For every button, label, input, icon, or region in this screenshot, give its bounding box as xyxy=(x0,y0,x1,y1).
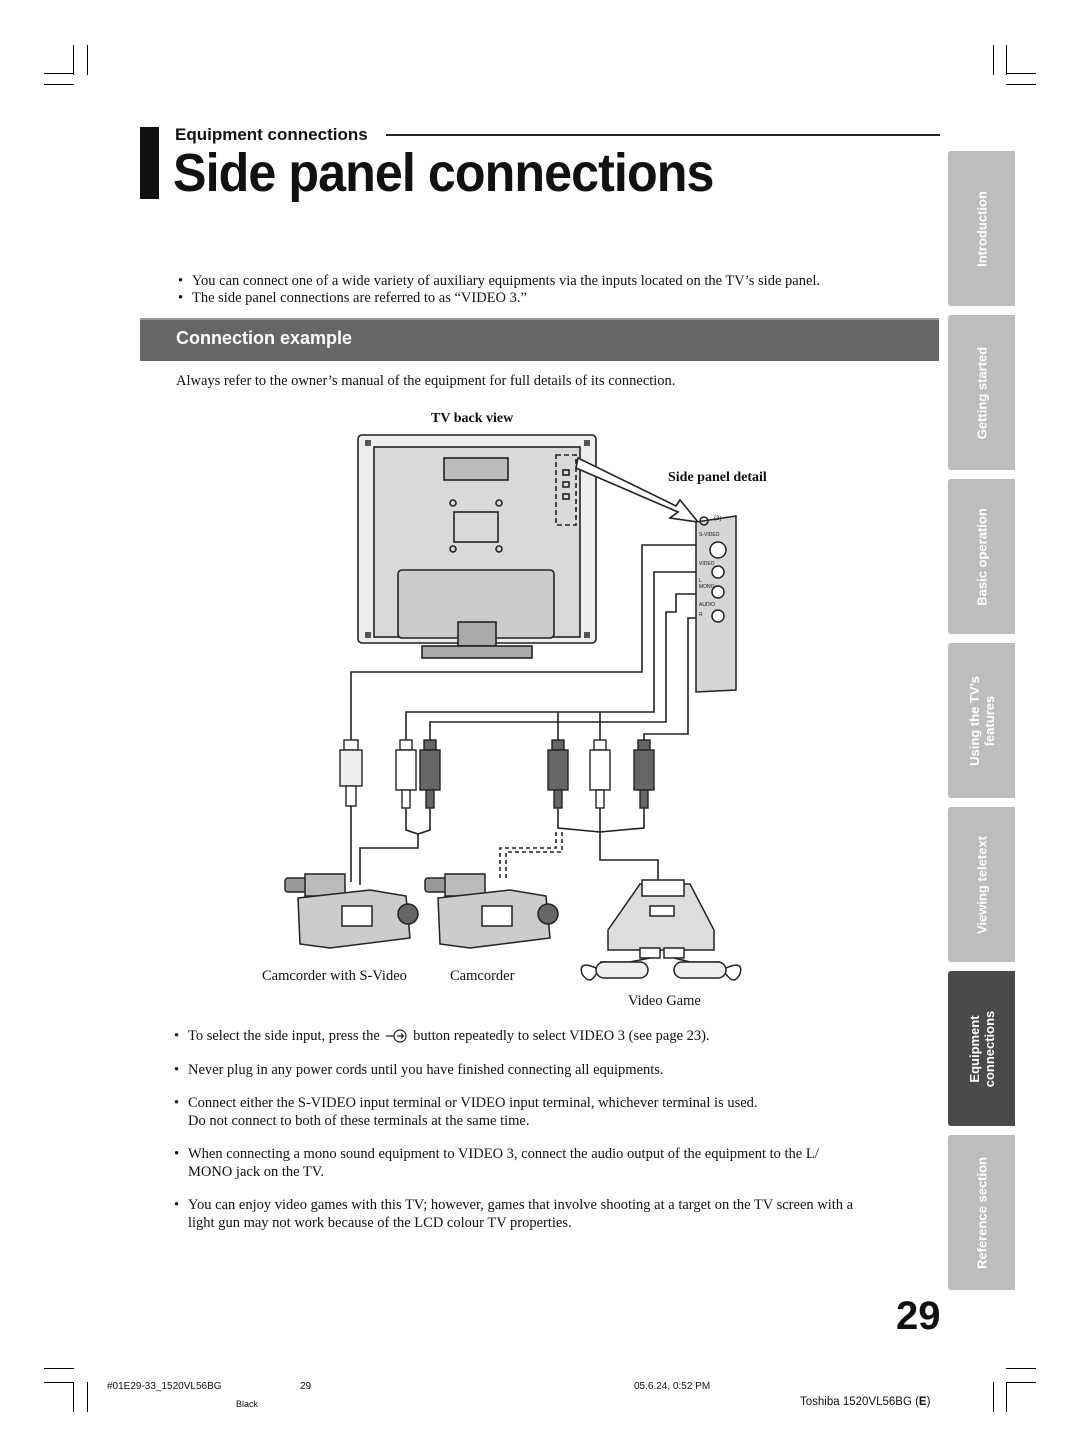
connection-heading: Connection example xyxy=(176,328,353,348)
video-game-drawing xyxy=(580,879,742,981)
video-game-label: Video Game xyxy=(628,993,701,1009)
tab-label: Reference section xyxy=(974,1157,989,1269)
intro-bullet: •The side panel connections are referred… xyxy=(178,290,527,306)
panel-svideo-label: S-VIDEO xyxy=(699,532,720,538)
crop-mark xyxy=(44,84,74,85)
tab-label: Viewing teletext xyxy=(974,835,989,933)
title-bar xyxy=(140,127,159,199)
tab-label-line: Getting started xyxy=(974,346,989,439)
footer-page: 29 xyxy=(300,1381,312,1392)
intro-bullet-text: The side panel connections are referred … xyxy=(192,290,527,306)
tab-basic-operation[interactable]: Basic operation xyxy=(948,479,1015,634)
crop-mark xyxy=(73,45,74,75)
device-cables xyxy=(350,806,659,885)
crop-mark xyxy=(1006,1382,1007,1412)
crop-mark xyxy=(993,45,994,75)
note-bullet: •When connecting a mono sound equipment … xyxy=(174,1146,819,1180)
crop-mark xyxy=(1006,73,1036,74)
note-text: To select the side input, press the xyxy=(188,1028,380,1044)
page-title: Side panel connections xyxy=(173,143,714,203)
side-panel-detail-label: Side panel detail xyxy=(668,470,767,485)
tab-label-line: Viewing teletext xyxy=(974,835,989,934)
tab-label-line: Introduction xyxy=(974,190,989,267)
note-bullet: •Connect either the S-VIDEO input termin… xyxy=(174,1095,758,1129)
note-bullet: •Never plug in any power cords until you… xyxy=(174,1062,664,1078)
camcorder-svideo-drawing xyxy=(284,873,419,949)
camcorder-svideo-label: Camcorder with S-Video xyxy=(262,968,407,984)
intro-bullet: •You can connect one of a wide variety o… xyxy=(178,273,821,289)
connection-heading-highlight xyxy=(140,318,939,320)
note-text: Connect either the S-VIDEO input termina… xyxy=(188,1095,758,1111)
tv-back-view-drawing xyxy=(357,434,597,659)
camcorder-label: Camcorder xyxy=(450,968,515,984)
crop-mark xyxy=(1006,1382,1036,1383)
panel-audio-label: AUDIO xyxy=(699,602,715,608)
side-panel-detail-drawing xyxy=(695,515,737,693)
tab-introduction[interactable]: Introduction xyxy=(948,151,1015,306)
crop-mark xyxy=(44,1368,74,1369)
crop-mark xyxy=(993,1382,994,1412)
cables xyxy=(350,544,696,740)
connection-heading-bar xyxy=(140,318,939,361)
note-text: You can enjoy video games with this TV; … xyxy=(188,1197,854,1213)
connection-note: Always refer to the owner’s manual of th… xyxy=(176,373,676,389)
note-text: MONO jack on the TV. xyxy=(188,1164,324,1180)
tab-viewing-teletext[interactable]: Viewing teletext xyxy=(948,807,1015,962)
tab-label-line: Basic operation xyxy=(974,507,989,606)
crop-mark xyxy=(73,1382,74,1412)
footer-model: Toshiba 1520VL56BG (E) xyxy=(800,1396,930,1408)
tab-label-line: connections xyxy=(981,1010,997,1087)
tab-getting-started[interactable]: Getting started xyxy=(948,315,1015,470)
tab-reference-section[interactable]: Reference section xyxy=(948,1135,1015,1290)
input-button-icon xyxy=(385,1029,408,1048)
note-text: Never plug in any power cords until you … xyxy=(188,1062,664,1078)
tab-label-line: Equipment xyxy=(966,1014,982,1083)
crop-mark xyxy=(87,1382,88,1412)
tv-back-view-label: TV back view xyxy=(431,411,514,426)
tab-label-line: Using the TV’s xyxy=(966,675,982,766)
panel-mono-label: MONO xyxy=(699,584,715,590)
crop-mark xyxy=(87,45,88,75)
tab-label-line: Reference section xyxy=(974,1156,989,1269)
crop-mark xyxy=(1006,45,1007,75)
footer-model-letter: E xyxy=(918,1396,927,1408)
section-label: Equipment connections xyxy=(175,125,368,144)
footer-model-prefix: Toshiba 1520VL56BG ( xyxy=(800,1396,919,1408)
camcorder-drawing xyxy=(424,873,559,949)
panel-r-label: R xyxy=(699,612,703,618)
tab-label: Basic operation xyxy=(974,508,989,606)
footer-file: #01E29-33_1520VL56BG xyxy=(107,1381,222,1392)
note-bullet: •You can enjoy video games with this TV;… xyxy=(174,1197,854,1231)
note-text: light gun may not work because of the LC… xyxy=(188,1215,572,1231)
crop-mark xyxy=(1006,1368,1036,1369)
footer-model-suffix: ) xyxy=(926,1396,931,1408)
panel-l-label: L xyxy=(699,578,702,584)
detail-arrow xyxy=(575,456,700,524)
page-number: 29 xyxy=(896,1294,941,1338)
intro-bullet-text: You can connect one of a wide variety of… xyxy=(192,273,821,289)
tab-label: Introduction xyxy=(974,191,989,267)
footer-color: Black xyxy=(236,1399,259,1409)
note-text: When connecting a mono sound equipment t… xyxy=(188,1146,819,1162)
tab-label: Getting started xyxy=(974,346,989,438)
crop-mark xyxy=(44,1382,74,1383)
panel-video-label: VIDEO xyxy=(699,561,715,567)
note-text: button repeatedly to select VIDEO 3 (see… xyxy=(413,1028,710,1044)
tab-label-line: features xyxy=(981,695,997,746)
note-bullet: •To select the side input, press the but… xyxy=(174,1027,710,1048)
crop-mark xyxy=(1006,84,1036,85)
crop-mark xyxy=(44,73,74,74)
footer-date: 05.6.24, 0:52 PM xyxy=(634,1381,711,1392)
section-rule xyxy=(386,134,940,136)
note-text: Do not connect to both of these terminal… xyxy=(188,1113,530,1129)
plugs xyxy=(339,739,655,809)
panel-input-label: (3) xyxy=(714,516,722,522)
